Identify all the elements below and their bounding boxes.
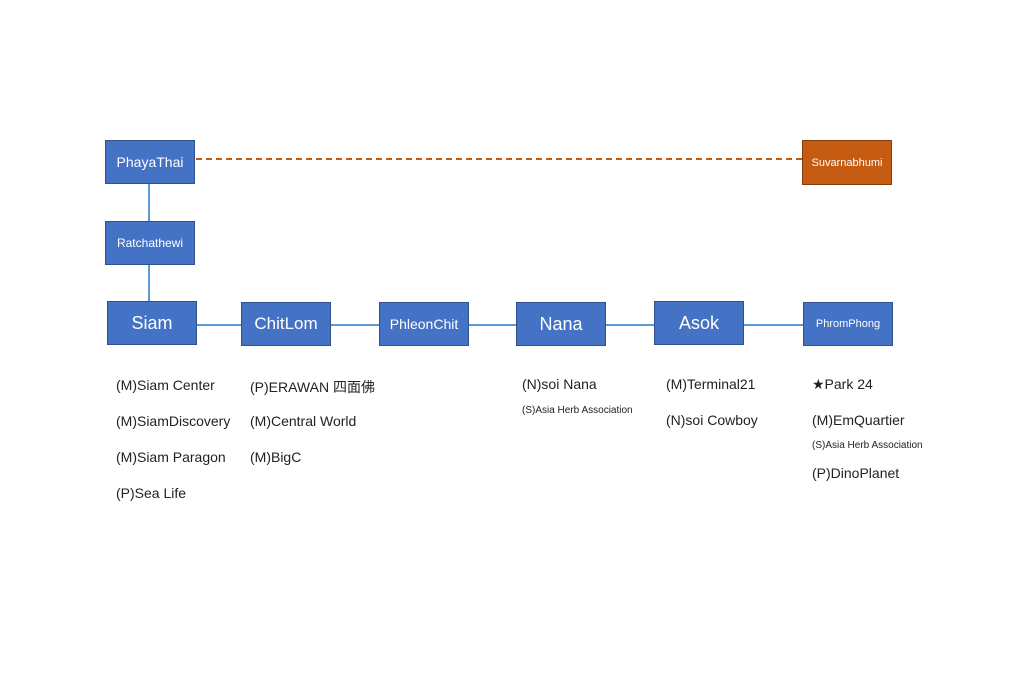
poi-item: (M)Central World (250, 413, 357, 429)
poi-item: (P)DinoPlanet (812, 465, 900, 481)
station-siam: Siam (107, 301, 197, 345)
station-nana: Nana (516, 302, 606, 346)
poi-item: (P)ERAWAN 四面佛 (250, 379, 375, 395)
poi-item: (M)Siam Paragon (116, 449, 226, 465)
poi-item: (M)Siam Center (116, 377, 215, 393)
connector-asok-phromphong (744, 324, 803, 326)
station-chitlom: ChitLom (241, 302, 331, 346)
poi-item: (M)SiamDiscovery (116, 413, 231, 429)
poi-item: (S)Asia Herb Association (812, 440, 923, 451)
poi-item: (N)soi Cowboy (666, 412, 758, 428)
poi-item: (M)BigC (250, 449, 302, 465)
station-suvarnabhumi: Suvarnabhumi (802, 140, 892, 185)
poi-item: (M)EmQuartier (812, 412, 905, 428)
connector-phayathai-ratchathewi (148, 184, 150, 222)
poi-item: (P)Sea Life (116, 485, 187, 501)
poi-item: (M)Terminal21 (666, 376, 756, 392)
station-ratchathewi: Ratchathewi (105, 221, 195, 265)
connector-nana-asok (606, 324, 654, 326)
connector-siam-chitlom (197, 324, 241, 326)
station-phleonchit: PhleonChit (379, 302, 469, 346)
station-asok: Asok (654, 301, 744, 345)
poi-item: (N)soi Nana (522, 376, 597, 392)
connector-chitlom-phleonchit (331, 324, 379, 326)
poi-item: ★Park 24 (812, 376, 873, 392)
connector-ratchathewi-siam (148, 265, 150, 302)
station-phayathai: PhayaThai (105, 140, 195, 184)
connector-phleonchit-nana (469, 324, 516, 326)
poi-item: (S)Asia Herb Association (522, 405, 633, 416)
station-phromphong: PhromPhong (803, 302, 893, 346)
airport-link-dashed-line (196, 158, 802, 160)
